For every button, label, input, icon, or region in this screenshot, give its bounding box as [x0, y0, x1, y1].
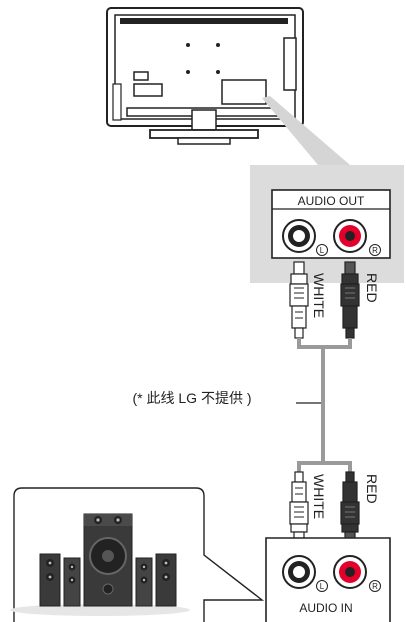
top-red-rca-plug — [340, 261, 360, 339]
audio-cable — [297, 338, 352, 474]
home-theater-speakers-icon — [10, 513, 190, 616]
audio-out-right-marker: R — [372, 246, 378, 255]
top-red-label: RED — [364, 273, 380, 303]
audio-out-panel: AUDIO OUT L R — [271, 189, 391, 259]
audio-in-left-jack — [282, 555, 316, 589]
bottom-red-label: RED — [364, 474, 380, 504]
bottom-white-rca-plug — [289, 471, 309, 541]
audio-out-right-jack — [333, 219, 367, 253]
cable-note: (* 此线 LG 不提供 ) — [132, 390, 251, 406]
top-white-rca-plug — [289, 261, 309, 339]
bottom-white-label: WHITE — [311, 474, 327, 519]
audio-in-left-marker: L — [320, 582, 325, 591]
audio-out-left-marker: L — [320, 246, 325, 255]
audio-in-right-marker: R — [372, 582, 378, 591]
audio-out-left-jack — [282, 219, 316, 253]
bottom-red-rca-plug — [340, 471, 360, 541]
audio-out-label: AUDIO OUT — [298, 194, 365, 208]
audio-in-right-jack — [333, 555, 367, 589]
audio-in-panel: L R AUDIO IN — [265, 537, 391, 622]
top-white-label: WHITE — [311, 273, 327, 318]
tv-back-illustration — [106, 7, 304, 145]
audio-in-label: AUDIO IN — [299, 601, 352, 615]
